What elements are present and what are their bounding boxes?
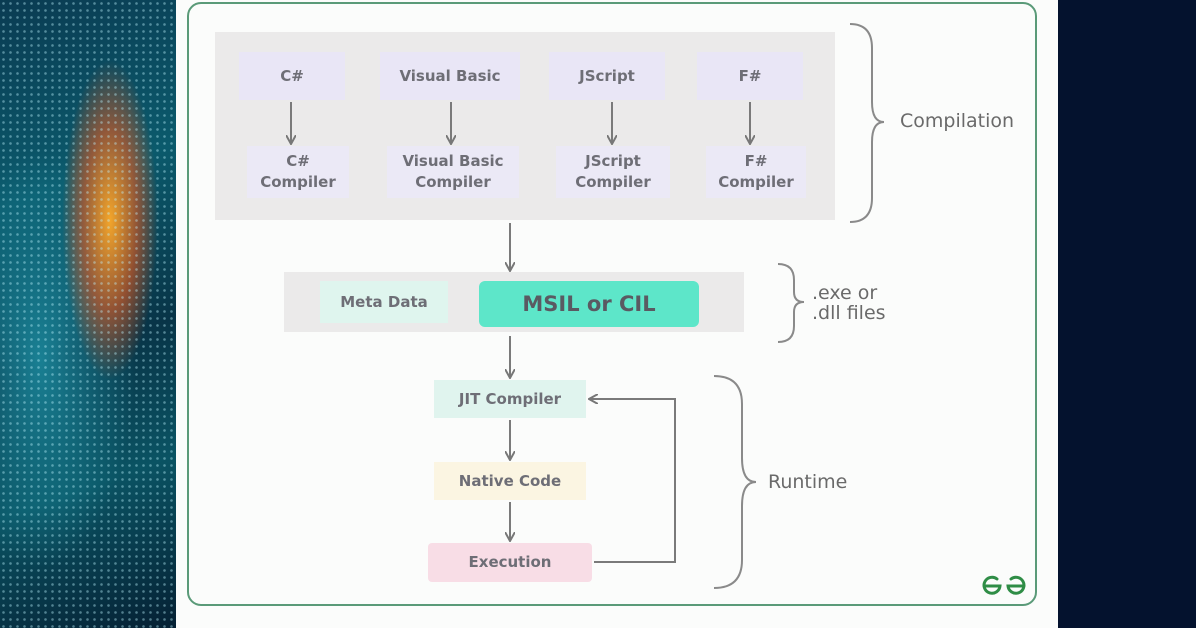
- diagram-frame: [187, 2, 1037, 606]
- native-code-label: Native Code: [458, 471, 562, 490]
- files-text-line1: .exe or: [812, 282, 878, 304]
- compiler-jscript: JScript Compiler: [556, 146, 670, 198]
- meta-data-label: Meta Data: [340, 292, 428, 311]
- meta-data-box: Meta Data: [320, 281, 448, 323]
- compilation-label: Compilation: [900, 110, 1014, 132]
- execution-box: Execution: [428, 543, 592, 582]
- language-label: JScript: [579, 66, 635, 85]
- files-brace: [777, 263, 805, 343]
- files-text-line2: .dll files: [812, 302, 886, 324]
- background-panel-right: [1058, 0, 1196, 628]
- loop-arrow: [590, 399, 676, 563]
- language-jscript: JScript: [549, 52, 665, 100]
- files-label: .exe or .dll files: [812, 283, 886, 323]
- msil-box: MSIL or CIL: [479, 281, 699, 327]
- compilation-brace: [849, 23, 885, 223]
- language-label: C#: [280, 66, 304, 85]
- runtime-label: Runtime: [768, 471, 847, 493]
- compiler-csharp: C# Compiler: [247, 146, 349, 198]
- compiler-label-line1: F#: [744, 152, 768, 170]
- language-csharp: C#: [239, 52, 345, 100]
- execution-label: Execution: [468, 553, 552, 571]
- compilation-text: Compilation: [900, 110, 1015, 132]
- compiler-label-line2: Compiler: [260, 173, 336, 191]
- language-visual-basic: Visual Basic: [380, 52, 520, 100]
- compiler-fsharp: F# Compiler: [706, 146, 806, 198]
- compiler-label-line2: Compiler: [575, 173, 651, 191]
- jit-compiler-box: JIT Compiler: [434, 380, 586, 418]
- compiler-label-line1: JScript: [585, 152, 641, 170]
- compiler-label-line2: Compiler: [415, 173, 491, 191]
- runtime-text: Runtime: [768, 471, 848, 493]
- compiler-label-line2: Compiler: [718, 173, 794, 191]
- runtime-brace: [713, 375, 757, 589]
- msil-label: MSIL or CIL: [522, 291, 656, 316]
- language-label: F#: [738, 66, 762, 85]
- native-code-box: Native Code: [434, 462, 586, 500]
- background-graphic-left: [0, 0, 176, 628]
- language-fsharp: F#: [697, 52, 803, 100]
- compiler-label-line1: C#: [286, 152, 310, 170]
- compiler-visual-basic: Visual Basic Compiler: [387, 146, 519, 198]
- jit-compiler-label: JIT Compiler: [458, 389, 562, 408]
- geeksforgeeks-logo-icon: [982, 575, 1026, 595]
- compiler-label-line1: Visual Basic: [402, 152, 504, 170]
- language-label: Visual Basic: [399, 66, 501, 85]
